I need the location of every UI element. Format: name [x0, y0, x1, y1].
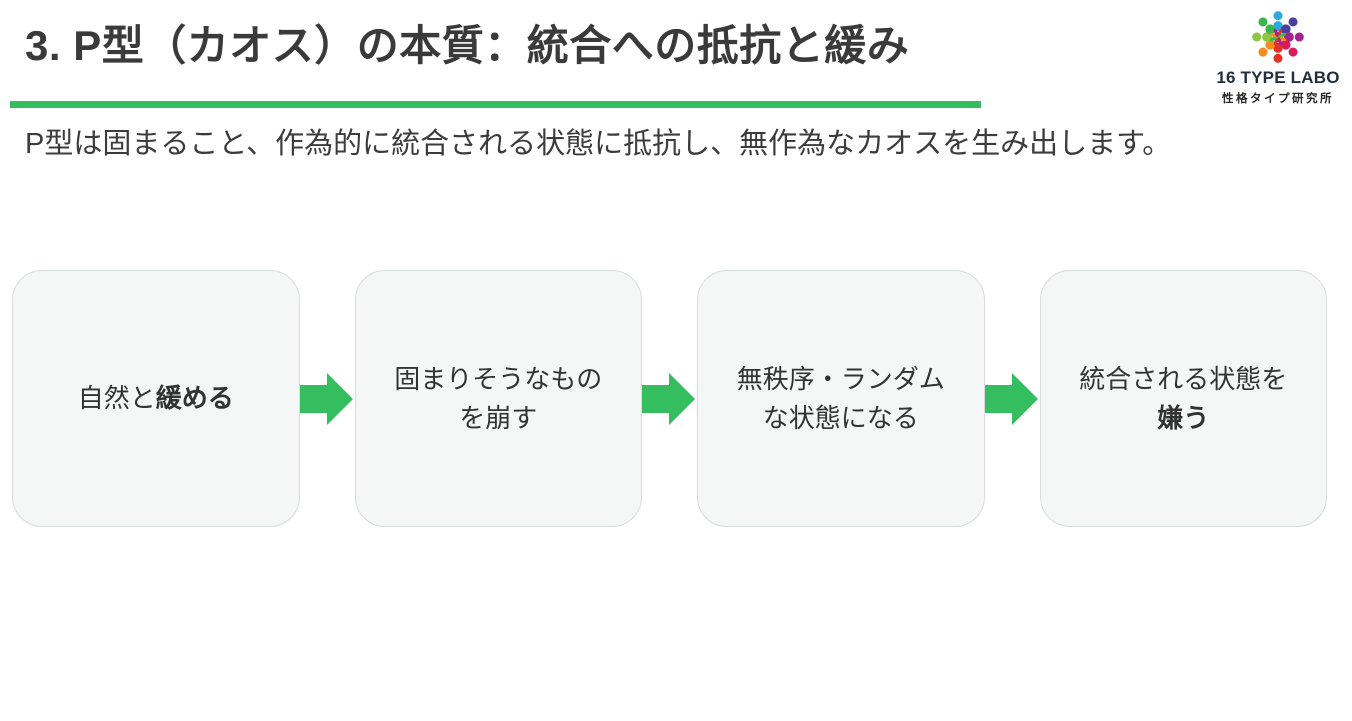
title-underline	[10, 101, 981, 108]
logo: 16 TYPE LABO 性格タイプ研究所	[1216, 8, 1340, 106]
flow-step-box: 自然と緩める	[12, 270, 300, 527]
page-title: 3. P型（カオス）の本質：統合への抵抗と緩み	[25, 22, 910, 69]
flow-row: 自然と緩める固まりそうなものを崩す無秩序・ランダムな状態になる統合される状態を嫌…	[12, 270, 1327, 527]
flow-step-box: 無秩序・ランダムな状態になる	[697, 270, 985, 527]
people-ring-icon	[1252, 11, 1304, 63]
arrow-right-icon	[642, 270, 697, 527]
logo-subname: 性格タイプ研究所	[1222, 93, 1334, 105]
flow-step-line: 自然と緩める	[77, 383, 234, 413]
flow-step-line: を崩す	[459, 402, 538, 433]
flow-step-line: 固まりそうなもの	[394, 363, 603, 394]
flow-step-line: な状態になる	[762, 402, 919, 433]
flow-step-box: 統合される状態を嫌う	[1039, 270, 1327, 527]
logo-name: 16 TYPE LABO	[1216, 68, 1340, 87]
arrow-right-icon	[299, 270, 355, 527]
arrow-right-icon	[984, 270, 1040, 527]
slide-subtitle: P型は固まること、作為的に統合される状態に抵抗し、無作為なカオスを生み出します。	[25, 128, 1172, 160]
flow-step-line: 統合される状態を	[1079, 363, 1288, 394]
flow-step-box: 固まりそうなものを崩す	[354, 270, 642, 527]
flow-step-line: 無秩序・ランダム	[736, 363, 945, 394]
flow-step-line: 嫌う	[1157, 402, 1210, 433]
